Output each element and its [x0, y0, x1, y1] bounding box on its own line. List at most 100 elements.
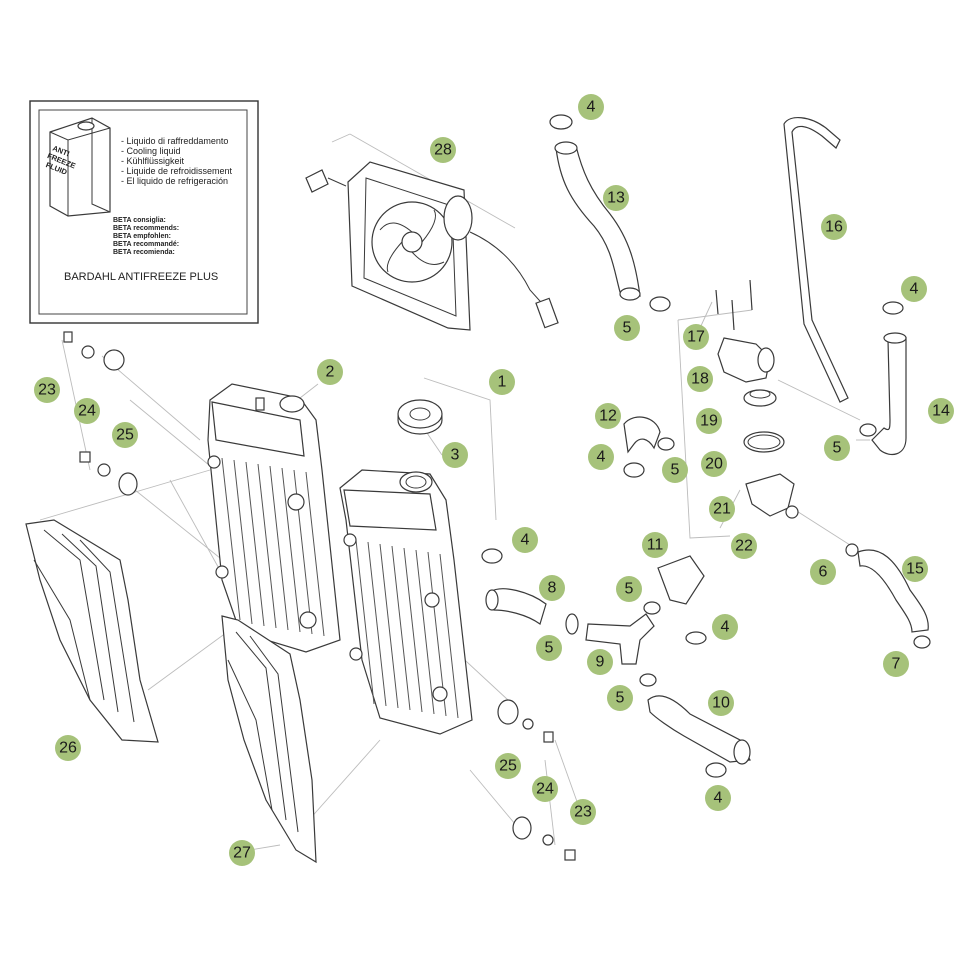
mounting-hardware [63, 331, 576, 861]
hose-11 [657, 555, 705, 605]
svg-text:24: 24 [536, 781, 554, 798]
callout-4: 4 [588, 444, 614, 470]
hose-13 [555, 145, 641, 297]
svg-text:22: 22 [735, 538, 753, 555]
callout-9: 9 [587, 649, 613, 675]
callout-27: 27 [229, 840, 255, 866]
hose-14 [871, 337, 907, 456]
callout-5: 5 [607, 685, 633, 711]
callout-25: 25 [112, 422, 138, 448]
svg-text:26: 26 [59, 740, 77, 757]
svg-text:17: 17 [687, 329, 705, 346]
cooling-fan [305, 161, 559, 331]
right-radiator [339, 469, 473, 735]
svg-text:5: 5 [616, 690, 625, 707]
callout-4: 4 [901, 276, 927, 302]
svg-text:8: 8 [548, 580, 557, 597]
callout-28: 28 [430, 137, 456, 163]
svg-text:25: 25 [499, 758, 517, 775]
callout-4: 4 [578, 94, 604, 120]
svg-text:4: 4 [521, 532, 530, 549]
recommends-it: BETA consiglia: [113, 217, 166, 224]
svg-text:5: 5 [545, 640, 554, 657]
fluid-name-de: - Kühlflüssigkeit [121, 156, 185, 166]
svg-text:12: 12 [599, 408, 617, 425]
callout-23: 23 [570, 799, 596, 825]
hose-8 [489, 588, 547, 625]
svg-text:16: 16 [825, 219, 843, 236]
callout-5: 5 [824, 435, 850, 461]
callout-13: 13 [603, 185, 629, 211]
callout-1: 1 [489, 369, 515, 395]
svg-text:2: 2 [326, 364, 335, 381]
svg-text:4: 4 [910, 281, 919, 298]
radiator-cap [397, 399, 443, 435]
svg-text:19: 19 [700, 413, 718, 430]
svg-text:4: 4 [597, 449, 606, 466]
callout-5: 5 [536, 635, 562, 661]
hose-clamps [481, 114, 931, 778]
svg-text:15: 15 [906, 561, 924, 578]
svg-text:4: 4 [587, 99, 596, 116]
svg-text:23: 23 [38, 382, 56, 399]
fluid-name-fr: - Liquide de refroidissement [121, 166, 233, 176]
svg-text:11: 11 [647, 537, 664, 554]
elbow-12 [623, 416, 661, 454]
callout-26: 26 [55, 735, 81, 761]
callout-8: 8 [539, 575, 565, 601]
thermostat-housing [715, 279, 799, 519]
svg-text:28: 28 [434, 142, 452, 159]
hose-15 [857, 549, 929, 633]
tee-9 [585, 613, 655, 665]
left-radiator [207, 383, 341, 653]
callout-4: 4 [705, 785, 731, 811]
svg-text:10: 10 [712, 695, 730, 712]
svg-text:13: 13 [607, 190, 625, 207]
svg-text:5: 5 [623, 320, 632, 337]
callout-12: 12 [595, 403, 621, 429]
svg-text:6: 6 [819, 564, 828, 581]
svg-text:23: 23 [574, 804, 592, 821]
callout-24: 24 [74, 398, 100, 424]
part-callouts: 1 2 3 4 4 4 4 4 4 5 5 5 5 5 5 6 7 8 9 10… [34, 94, 954, 866]
svg-text:5: 5 [671, 462, 680, 479]
callout-10: 10 [708, 690, 734, 716]
svg-text:9: 9 [596, 654, 605, 671]
svg-text:25: 25 [116, 427, 134, 444]
svg-text:5: 5 [833, 440, 842, 457]
svg-text:1: 1 [498, 374, 507, 391]
callout-7: 7 [883, 651, 909, 677]
callout-19: 19 [696, 408, 722, 434]
recommends-de: BETA empfohlen: [113, 233, 171, 240]
callout-2: 2 [317, 359, 343, 385]
antifreeze-jug-icon: ANTI FREEZE FLUID [45, 117, 111, 217]
callout-15: 15 [902, 556, 928, 582]
svg-text:18: 18 [691, 371, 709, 388]
callout-3: 3 [442, 442, 468, 468]
callout-20: 20 [701, 451, 727, 477]
svg-text:4: 4 [714, 790, 723, 807]
recommends-en: BETA recommends: [113, 225, 179, 232]
product-name: BARDAHL ANTIFREEZE PLUS [64, 271, 218, 283]
right-radiator-guard [221, 615, 317, 864]
callout-24: 24 [532, 776, 558, 802]
fluid-name-es: - El liquido de refrigeración [121, 176, 228, 186]
svg-text:7: 7 [892, 656, 901, 673]
left-radiator-guard [25, 519, 159, 743]
callout-25: 25 [495, 753, 521, 779]
hose-13-end [554, 141, 578, 155]
callout-4: 4 [712, 614, 738, 640]
callout-5: 5 [616, 576, 642, 602]
hose-16 [783, 117, 849, 403]
coolant-legend: ANTI FREEZE FLUID - Liquido di raffredda… [29, 100, 259, 324]
fluid-name-en: - Cooling liquid [121, 146, 181, 156]
callout-5: 5 [662, 457, 688, 483]
callout-14: 14 [928, 398, 954, 424]
callout-16: 16 [821, 214, 847, 240]
legend-inner-frame [38, 109, 248, 315]
callout-11: 11 [642, 532, 668, 558]
svg-text:20: 20 [705, 456, 723, 473]
callout-4: 4 [512, 527, 538, 553]
svg-text:14: 14 [932, 403, 950, 420]
